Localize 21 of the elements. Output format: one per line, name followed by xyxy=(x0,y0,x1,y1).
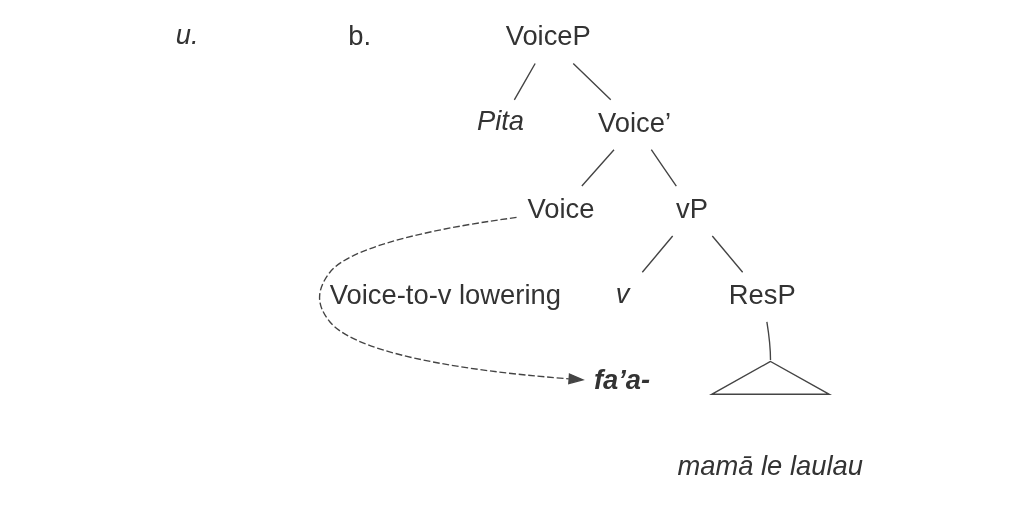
node-triangle xyxy=(709,360,832,395)
node-text: Pita xyxy=(476,105,525,137)
connector xyxy=(650,149,677,187)
connector xyxy=(572,62,612,101)
label: b. xyxy=(348,20,372,52)
connector xyxy=(581,149,615,187)
node-text: vP xyxy=(676,192,708,224)
node-text: fa’a- xyxy=(593,363,651,395)
node-text: ResP xyxy=(728,278,796,310)
connector xyxy=(711,235,744,273)
label: u. xyxy=(175,18,199,50)
node-text: VoiceP xyxy=(505,20,591,52)
node-text: v xyxy=(615,277,630,309)
connector xyxy=(766,321,772,361)
connector xyxy=(641,235,674,273)
node-text: Voice xyxy=(527,192,595,224)
edge-label: Voice-to-v lowering xyxy=(329,278,561,310)
node-label: mamā le laulau xyxy=(677,450,863,482)
node-text: Voice’ xyxy=(598,106,672,138)
connector xyxy=(513,62,536,101)
arrow xyxy=(318,216,585,385)
